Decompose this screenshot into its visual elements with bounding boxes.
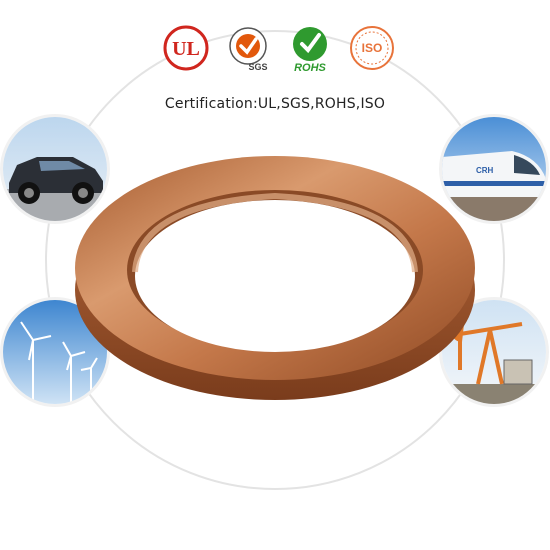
high-speed-train-icon: CRH xyxy=(442,117,546,221)
suv-car-icon xyxy=(3,117,107,221)
certification-logos: UL SGS ROHS ISO xyxy=(160,22,400,82)
sgs-logo-icon: SGS xyxy=(222,22,274,74)
rohs-logo-text: ROHS xyxy=(294,62,326,74)
ul-logo-text: UL xyxy=(172,38,200,60)
sgs-logo-text: SGS xyxy=(248,62,267,72)
copper-ring-icon xyxy=(55,140,495,410)
oil-pump-jack-icon xyxy=(442,300,546,404)
train-crh-text: CRH xyxy=(476,166,494,175)
guide-circle xyxy=(45,30,505,490)
iso-logo-icon: ISO xyxy=(346,22,398,74)
rohs-logo-icon: ROHS xyxy=(284,22,336,74)
ul-logo-icon: UL xyxy=(160,22,212,74)
wind-turbines-icon xyxy=(3,300,107,404)
certification-caption: Certification:UL,SGS,ROHS,ISO xyxy=(164,96,386,112)
iso-logo-text: ISO xyxy=(362,41,383,55)
